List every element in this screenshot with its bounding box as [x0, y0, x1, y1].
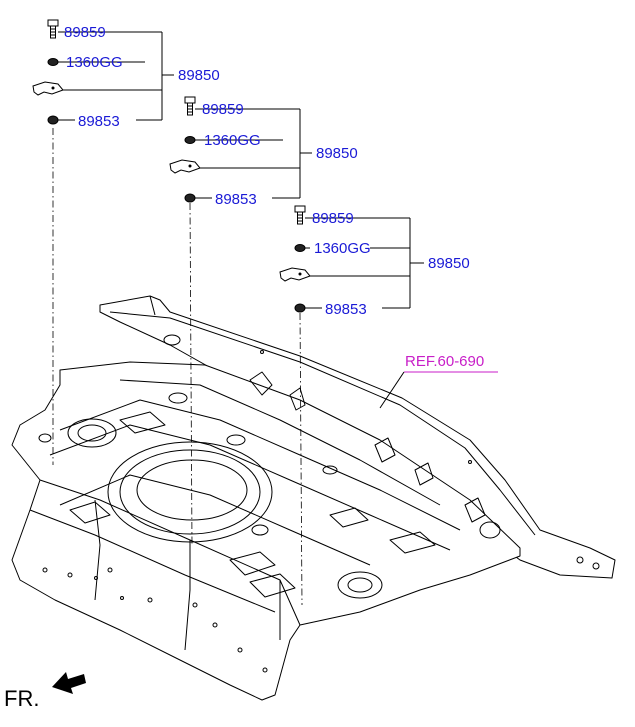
- bolt-icon: [184, 96, 196, 116]
- bolt-part-number: 89859: [202, 101, 244, 118]
- assembly-part-number: 89850: [428, 255, 470, 272]
- bracket-icon: [32, 81, 64, 96]
- assembly-part-number: 89850: [316, 145, 358, 162]
- fastener-group-3: 89859 1360GG 89853 89850: [279, 205, 470, 318]
- bracket-icon: [169, 159, 201, 174]
- washer-part-number: 1360GG: [204, 132, 261, 149]
- fastener-group-1: 89859 1360GG 89853 89850: [32, 19, 220, 130]
- washer-icon: [47, 58, 59, 66]
- nut-icon: [294, 303, 306, 313]
- washer-part-number: 1360GG: [314, 240, 371, 257]
- assembly-part-number: 89850: [178, 67, 220, 84]
- nut-icon: [47, 115, 59, 125]
- bolt-part-number: 89859: [64, 24, 106, 41]
- bracket-icon: [279, 267, 311, 282]
- bolt-icon: [47, 19, 59, 39]
- leader-lines: [52, 128, 303, 606]
- nut-part-number: 89853: [325, 301, 367, 318]
- fastener-group-2: 89859 1360GG 89853 89850: [169, 96, 358, 208]
- nut-part-number: 89853: [78, 113, 120, 130]
- washer-part-number: 1360GG: [66, 54, 123, 71]
- nut-icon: [184, 193, 196, 203]
- nut-part-number: 89853: [215, 191, 257, 208]
- front-direction-indicator: FR.: [4, 672, 86, 711]
- washer-icon: [184, 136, 196, 144]
- reference-callout: REF.60-690: [379, 353, 498, 409]
- arrow-icon: [52, 672, 86, 694]
- reference-label: REF.60-690: [405, 353, 484, 370]
- washer-icon: [294, 244, 306, 252]
- bolt-part-number: 89859: [312, 210, 354, 227]
- direction-label: FR.: [4, 686, 39, 711]
- bolt-icon: [294, 205, 306, 225]
- body-panel-drawing: [11, 295, 616, 701]
